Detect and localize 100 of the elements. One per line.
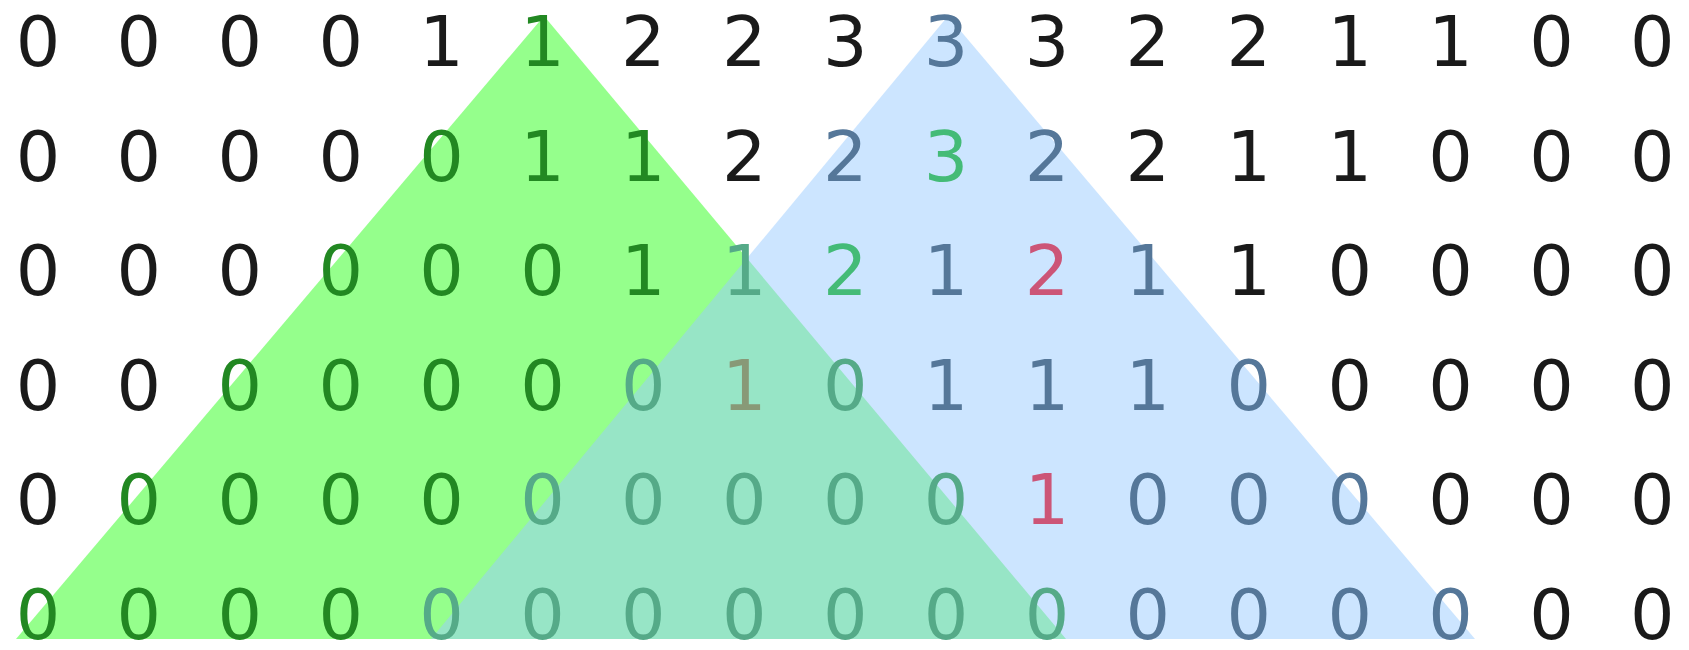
grid-number: 1	[419, 7, 464, 77]
grid-number: 0	[520, 236, 565, 306]
grid-number: 3	[1024, 7, 1070, 77]
grid-number: 1	[923, 350, 969, 421]
grid-number: 0	[1024, 579, 1070, 650]
grid-number: 1	[722, 236, 767, 306]
grid-number: 2	[1226, 7, 1272, 77]
grid-number: 2	[1125, 7, 1171, 77]
grid-number: 0	[822, 579, 868, 650]
grid-number: 0	[318, 7, 363, 77]
grid-number: 0	[1630, 350, 1675, 421]
grid-number: 0	[1529, 121, 1574, 192]
grid-number: 0	[822, 465, 868, 535]
grid-number: 2	[822, 121, 868, 192]
grid-number: 1	[1226, 236, 1272, 306]
grid-number: 0	[1428, 350, 1473, 421]
grid-number: 0	[1428, 121, 1473, 192]
grid-number: 0	[318, 350, 363, 421]
grid-number: 0	[1226, 579, 1272, 650]
grid-number: 0	[217, 236, 263, 306]
grid-number: 0	[520, 579, 565, 650]
grid-number: 1	[1327, 121, 1372, 192]
grid-number: 0	[419, 350, 464, 421]
grid-number: 0	[1529, 7, 1574, 77]
grid-number: 0	[217, 579, 263, 650]
grid-number: 0	[1327, 236, 1372, 306]
grid-number: 0	[217, 121, 263, 192]
grid-number: 0	[217, 7, 263, 77]
grid-number: 1	[1125, 350, 1171, 421]
grid-number: 1	[1428, 7, 1473, 77]
grid-number: 0	[1529, 350, 1574, 421]
grid-number: 0	[1529, 465, 1574, 535]
grid-number: 0	[1327, 350, 1372, 421]
grid-number: 0	[1630, 465, 1675, 535]
grid-number: 3	[923, 7, 969, 77]
grid-number: 1	[1327, 7, 1372, 77]
grid-number: 0	[520, 465, 565, 535]
grid-number: 0	[1630, 7, 1675, 77]
grid-number: 0	[419, 236, 464, 306]
grid-number: 1	[621, 236, 666, 306]
grid-number: 0	[520, 350, 565, 421]
grid-number: 2	[722, 121, 767, 192]
grid-number: 2	[1024, 121, 1070, 192]
grid-number: 0	[822, 350, 868, 421]
grid-number: 0	[318, 579, 363, 650]
grid-number: 0	[116, 121, 162, 192]
grid-number: 1	[1024, 350, 1070, 421]
grid-number: 0	[217, 350, 263, 421]
grid-number: 0	[15, 121, 61, 192]
grid-number: 0	[15, 7, 61, 77]
grid-number: 1	[520, 7, 565, 77]
grid-number: 2	[1125, 121, 1171, 192]
grid-number: 1	[621, 121, 666, 192]
grid-number: 0	[1327, 579, 1372, 650]
grid-number: 1	[1226, 121, 1272, 192]
grid-number: 1	[1024, 465, 1070, 535]
grid-number: 0	[1428, 579, 1473, 650]
grid-number: 0	[15, 236, 61, 306]
grid-number: 0	[15, 350, 61, 421]
grid-number: 0	[1529, 236, 1574, 306]
grid-number: 0	[621, 579, 666, 650]
grid-number: 0	[419, 465, 464, 535]
grid-number: 2	[822, 236, 868, 306]
grid-number: 0	[116, 236, 162, 306]
grid-number: 0	[217, 465, 263, 535]
grid-number: 2	[722, 7, 767, 77]
grid-number: 0	[1630, 236, 1675, 306]
grid-number: 0	[15, 465, 61, 535]
grid-number: 0	[419, 579, 464, 650]
grid-number: 0	[923, 579, 969, 650]
grid-number: 0	[116, 350, 162, 421]
grid-number: 2	[621, 7, 666, 77]
grid-number: 0	[318, 121, 363, 192]
grid-number: 0	[722, 465, 767, 535]
grid-number: 1	[722, 350, 767, 421]
grid-number: 1	[520, 121, 565, 192]
grid-number: 0	[1125, 465, 1171, 535]
grid-number: 0	[1529, 579, 1574, 650]
grid-number: 1	[1125, 236, 1171, 306]
grid-number: 0	[1630, 579, 1675, 650]
grid-number: 0	[621, 350, 666, 421]
grid-number: 3	[923, 121, 969, 192]
grid-number: 0	[116, 7, 162, 77]
grid-number: 0	[621, 465, 666, 535]
grid-number: 0	[1327, 465, 1372, 535]
grid-number: 0	[1226, 350, 1272, 421]
grid-number: 0	[722, 579, 767, 650]
grid-number: 0	[1226, 465, 1272, 535]
grid-number: 0	[1125, 579, 1171, 650]
grid-number: 0	[318, 236, 363, 306]
grid-number: 2	[1024, 236, 1070, 306]
grid-number: 0	[1630, 121, 1675, 192]
grid-number: 0	[923, 465, 969, 535]
grid-number: 0	[1428, 236, 1473, 306]
grid-number: 0	[116, 579, 162, 650]
grid-number: 1	[923, 236, 969, 306]
grid-number: 0	[318, 465, 363, 535]
grid-number: 0	[419, 121, 464, 192]
grid-number: 0	[1428, 465, 1473, 535]
grid-number: 3	[822, 7, 868, 77]
